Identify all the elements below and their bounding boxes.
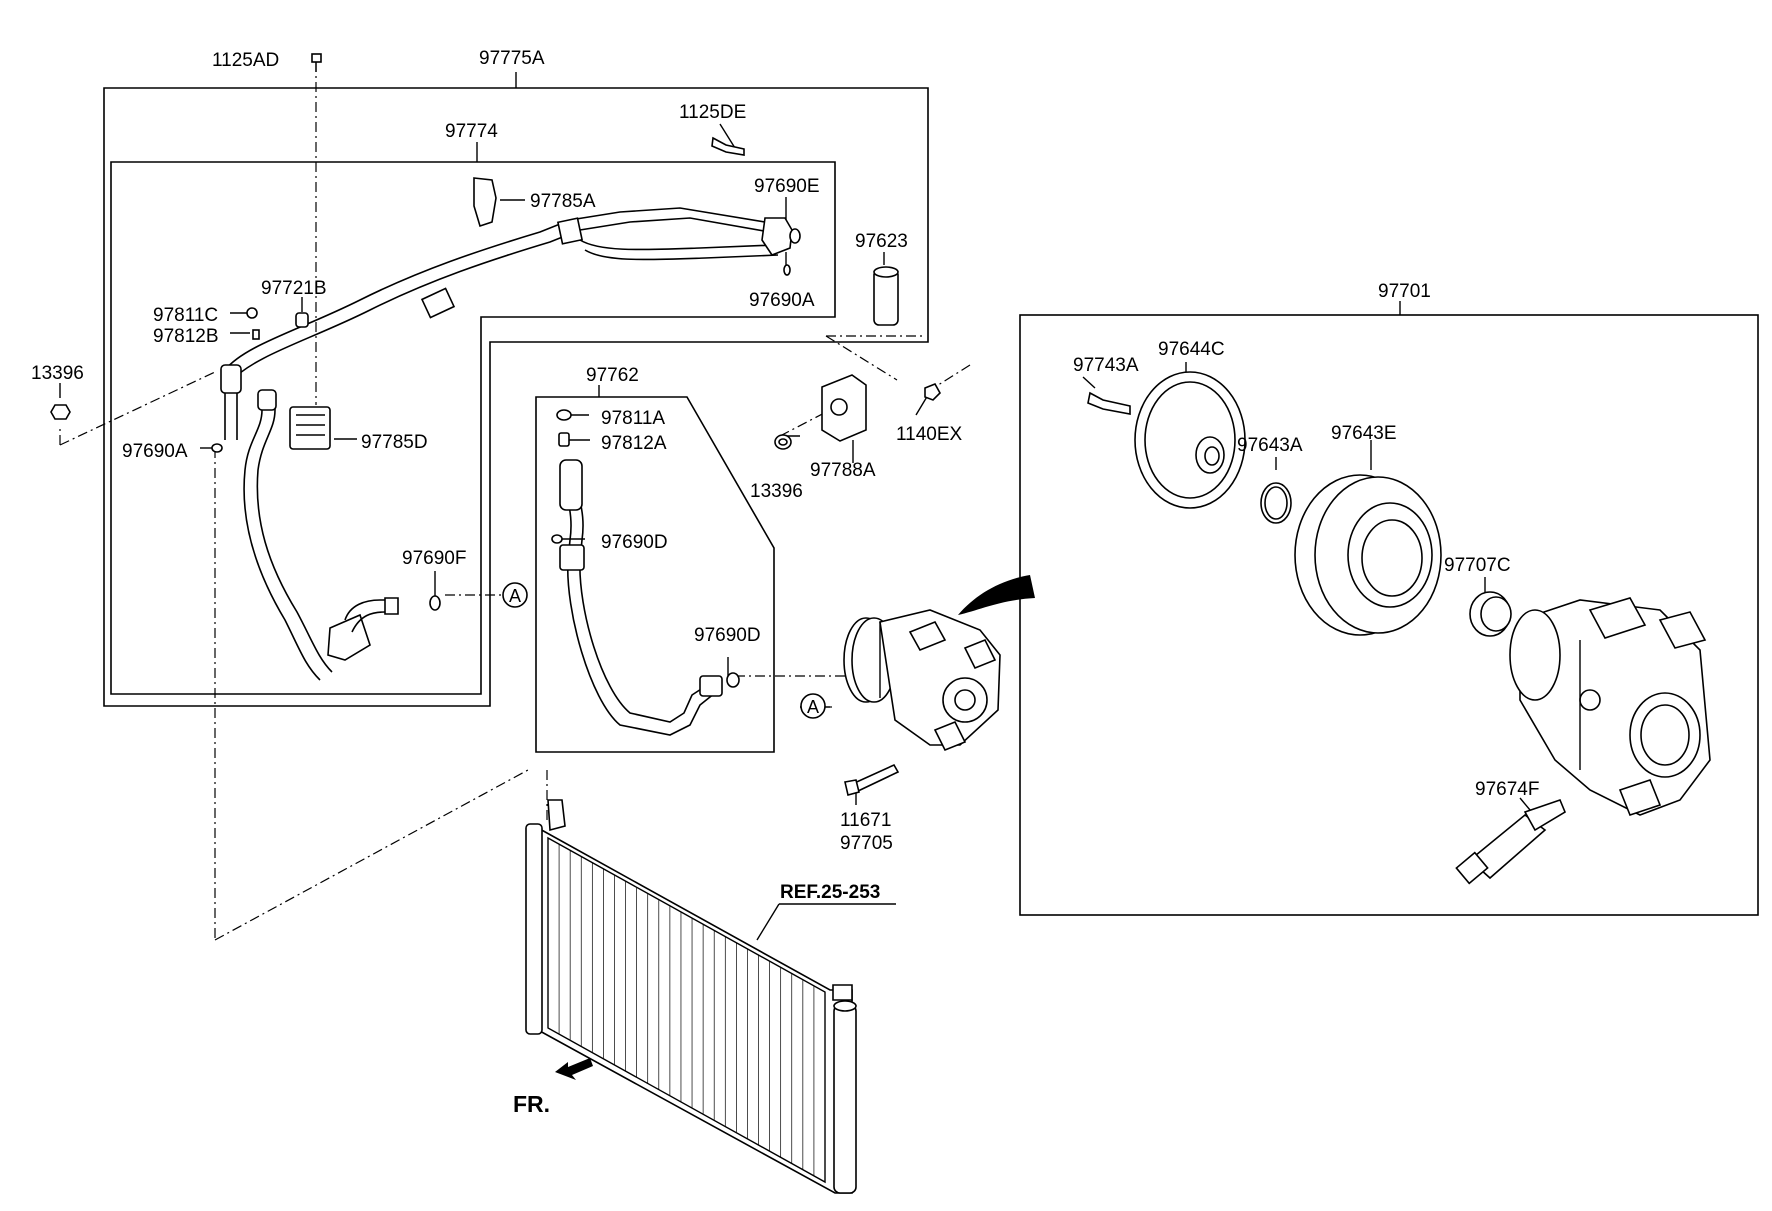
frame-97701 <box>1019 314 1759 916</box>
label-1125ad: 1125AD <box>212 50 279 71</box>
label-97811c: 97811C <box>153 305 218 326</box>
hose-97762 <box>559 459 723 736</box>
leader-lines <box>59 72 1531 941</box>
condenser <box>525 799 857 1194</box>
label-97643a: 97643A <box>1237 435 1303 456</box>
label-97690d-upper: 97690D <box>601 532 668 553</box>
label-97762: 97762 <box>586 365 639 386</box>
label-97623: 97623 <box>855 231 908 252</box>
label-97644c: 97644C <box>1158 339 1225 360</box>
callout-arrow <box>958 575 1035 615</box>
label-97643e: 97643E <box>1331 423 1397 444</box>
part-labels: 1125AD 97775A 1125DE 97774 97785A 97690E… <box>31 48 1539 1117</box>
label-97701: 97701 <box>1378 281 1431 302</box>
label-97775a: 97775A <box>479 48 545 69</box>
compressor-small <box>843 609 1001 752</box>
label-1140ex: 1140EX <box>896 424 963 445</box>
label-circle-a1: A <box>509 586 521 606</box>
label-97785a: 97785A <box>530 191 596 212</box>
connector-a-marker-1 <box>502 582 528 608</box>
label-97705: 97705 <box>840 833 893 854</box>
label-11671: 11671 <box>840 810 891 831</box>
label-ref-25-253: REF.25-253 <box>780 882 880 903</box>
label-97690a-top: 97690A <box>749 290 815 311</box>
label-97690f: 97690F <box>402 548 466 569</box>
label-97812b: 97812B <box>153 326 219 347</box>
label-97707c: 97707C <box>1444 555 1511 576</box>
label-97743a: 97743A <box>1073 355 1139 376</box>
label-97721b: 97721B <box>261 278 327 299</box>
frame-97775a <box>103 87 929 707</box>
hose-97774 <box>220 207 793 681</box>
label-97674f: 97674F <box>1475 779 1539 800</box>
label-97811a: 97811A <box>601 408 665 429</box>
dash-lines <box>59 62 971 941</box>
frame-97774 <box>110 161 836 695</box>
label-97690a-left: 97690A <box>122 441 188 462</box>
label-97690e: 97690E <box>754 176 820 197</box>
label-97774: 97774 <box>445 121 498 142</box>
label-front: FR. <box>513 1091 550 1117</box>
label-97812a: 97812A <box>601 433 667 454</box>
connector-a-marker-2 <box>800 693 826 719</box>
small-parts <box>50 53 941 796</box>
front-arrow-icon <box>555 1058 593 1080</box>
label-circle-a2: A <box>807 697 819 717</box>
compressor-exploded <box>1087 371 1711 885</box>
label-97690d-lower: 97690D <box>694 625 761 646</box>
frame-97762 <box>535 396 775 753</box>
label-97785d: 97785D <box>361 432 428 453</box>
label-13396-left: 13396 <box>31 363 84 384</box>
label-13396-mid: 13396 <box>750 481 803 502</box>
label-97788a: 97788A <box>810 460 876 481</box>
label-1125de: 1125DE <box>679 102 746 123</box>
